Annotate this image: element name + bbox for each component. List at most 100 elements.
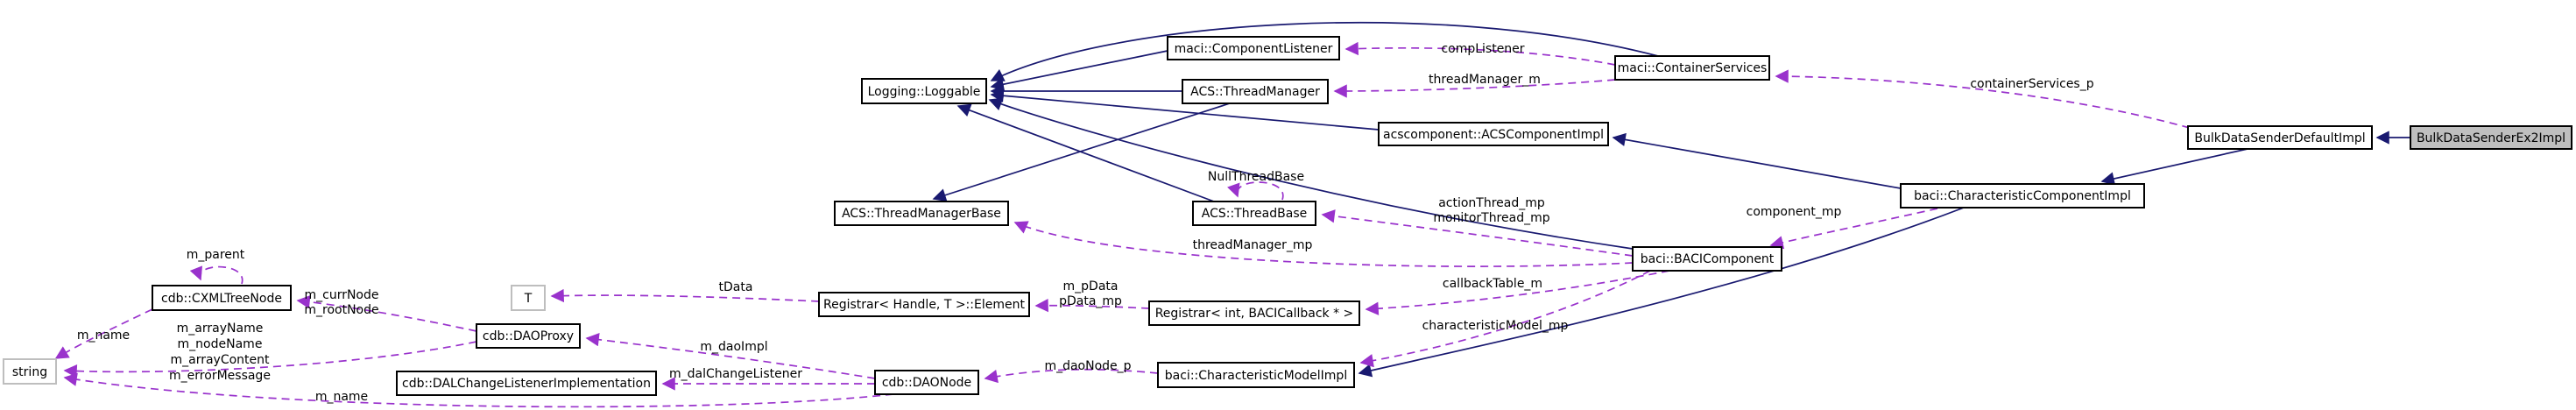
node-string-label: string [12,365,47,379]
node-bulkdatasenderex2impl-box [2410,125,2572,150]
node-maci-containerservices[interactable]: maci::ContainerServices [1614,55,1770,81]
node-bulkdatasenderex2impl-label: BulkDataSenderEx2Impl [2417,131,2565,145]
node-registrar-element-box [818,292,1030,317]
node-registrar-bacicallback-box [1148,300,1360,326]
node-acs-threadmanager-box [1182,79,1329,104]
edge-label-currnode: m_currNode [304,288,378,302]
edge-label-characteristicmodel-mp: characteristicModel_mp [1422,319,1569,333]
node-characteristicmodelimpl-label: baci::CharacteristicModelImpl [1165,369,1347,383]
edge-charcompimpl-to-charmodelimpl [1358,207,1965,378]
node-acs-threadmanagerbase[interactable]: ACS::ThreadManagerBase [834,201,1009,226]
edge-label-daonode-p: m_daoNode_p [1044,359,1131,373]
node-logging-loggable[interactable]: Logging::Loggable [861,78,987,104]
node-characteristiccomponentimpl[interactable]: baci::CharacteristicComponentImpl [1900,183,2145,209]
node-daonode[interactable]: cdb::DAONode [874,370,979,395]
node-maci-componentlistener[interactable]: maci::ComponentListener [1167,36,1340,60]
edge-nullthreadbase-selfloop [1227,181,1284,201]
node-dalchangelistenerimplementation-box [396,371,657,396]
node-daonode-box [874,370,979,395]
edge-label-rootnode: m_rootNode [304,303,378,317]
edge-label-arrayname: m_arrayName [177,322,264,336]
edge-threadmanager-mp [1013,221,1634,267]
edge-charcompimpl-to-acscompimpl [1612,132,1902,189]
edge-bacicomponent-to-loggable [988,97,1634,250]
edge-label-mparent: m_parent [187,248,245,262]
node-logging-loggable-box [861,78,987,104]
edge-mpdata-pdata [1034,299,1150,313]
edge-defaultimpl-to-charcompimpl [2100,148,2248,186]
node-daoproxy-label: cdb::DAOProxy [483,329,574,343]
node-characteristicmodelimpl-box [1157,362,1355,388]
node-acscomponentimpl-label: acscomponent::ACSComponentImpl [1383,128,1604,142]
node-daoproxy[interactable]: cdb::DAOProxy [476,323,581,349]
node-acs-threadbase[interactable]: ACS::ThreadBase [1192,201,1316,226]
node-template-t-box [511,285,546,311]
node-registrar-element[interactable]: Registrar< Handle, T >::Element [818,292,1030,317]
node-bulkdatasenderex2impl[interactable]: BulkDataSenderEx2Impl [2410,125,2572,150]
edge-label-component-mp: component_mp [1747,205,1842,219]
node-registrar-bacicallback-label: Registrar< int, BACICallback * > [1155,307,1354,321]
node-bacicomponent-box [1632,246,1782,272]
node-acs-threadmanager[interactable]: ACS::ThreadManager [1182,79,1329,104]
edge-complistener [1344,41,1616,66]
edge-daoimpl [585,333,876,379]
edge-component-mp [1769,208,1938,250]
edge-label-tdata: tData [719,280,753,294]
edge-label-threadmanager-m: threadManager_m [1429,73,1541,87]
edge-label-callbacktable-m: callbackTable_m [1443,277,1542,291]
node-acs-threadbase-box [1192,201,1316,226]
node-acs-threadmanagerbase-box [834,201,1009,226]
node-template-t-label: T [524,292,533,306]
edge-label-containerservices-p: containerServices_p [1970,77,2093,91]
node-acs-threadbase-label: ACS::ThreadBase [1202,207,1307,221]
node-string-box [3,358,57,385]
node-bulkdatasenderdefaultimpl-box [2187,125,2373,150]
node-daonode-label: cdb::DAONode [882,376,971,390]
node-acs-threadmanager-label: ACS::ThreadManager [1190,85,1320,99]
node-bulkdatasenderdefaultimpl-label: BulkDataSenderDefaultImpl [2194,131,2365,145]
edge-threadbase-to-loggable [956,103,1215,202]
node-acscomponentimpl-box [1378,122,1609,146]
node-characteristiccomponentimpl-label: baci::CharacteristicComponentImpl [1914,189,2131,203]
edge-currnode-rootnode [296,294,477,332]
edge-label-daoimpl: m_daoImpl [700,340,767,354]
node-registrar-element-label: Registrar< Handle, T >::Element [823,298,1025,312]
edge-label-arraycontent: m_arrayContent [170,353,270,367]
edge-label-nullthreadbase: NullThreadBase [1208,170,1304,184]
edge-label-errormessage: m_errorMessage [169,369,271,383]
node-bulkdatasenderdefaultimpl[interactable]: BulkDataSenderDefaultImpl [2187,125,2373,150]
edge-componentlistener-to-loggable [990,50,1168,91]
node-maci-containerservices-label: maci::ContainerServices [1618,61,1768,75]
node-template-t[interactable]: T [511,285,546,311]
node-bacicomponent[interactable]: baci::BACIComponent [1632,246,1782,272]
edge-daonode-p [984,368,1159,384]
edge-label-monitorthread-mp: monitorThread_mp [1433,211,1549,225]
edge-label-dalchangelistener: m_dalChangeListener [669,367,802,381]
node-dalchangelistenerimplementation[interactable]: cdb::DALChangeListenerImplementation [396,371,657,396]
node-dalchangelistenerimplementation-label: cdb::DALChangeListenerImplementation [402,377,651,391]
node-cxmltreenode[interactable]: cdb::CXMLTreeNode [152,285,292,311]
node-cxmltreenode-label: cdb::CXMLTreeNode [161,292,282,306]
edge-containerservices-to-loggable [990,21,1659,81]
node-characteristicmodelimpl[interactable]: baci::CharacteristicModelImpl [1157,362,1355,388]
node-maci-containerservices-box [1614,55,1770,81]
edge-containerservices-p [1775,69,2191,129]
edge-label-complistener: compListener [1441,42,1524,56]
edge-label-m-pdata: m_pData [1063,279,1119,293]
edge-label-mname-lower: m_name [315,390,368,404]
edge-label-pdata-mp: pData_mp [1059,294,1122,308]
edge-arrayname-bundle [63,341,477,378]
node-daoproxy-box [476,323,581,349]
node-maci-componentlistener-box [1167,36,1340,60]
edge-threadmanager-to-threadmanagerbase [932,102,1231,202]
node-acs-threadmanagerbase-label: ACS::ThreadManagerBase [842,207,1001,221]
node-registrar-bacicallback[interactable]: Registrar< int, BACICallback * > [1148,300,1360,326]
node-acscomponentimpl[interactable]: acscomponent::ACSComponentImpl [1378,122,1609,146]
edge-label-threadmanager-mp: threadManager_mp [1193,238,1313,252]
edge-mname-daonode [63,372,894,408]
node-cxmltreenode-box [152,285,292,311]
node-string[interactable]: string [3,358,57,385]
edge-label-mname-upper: m_name [77,329,130,343]
